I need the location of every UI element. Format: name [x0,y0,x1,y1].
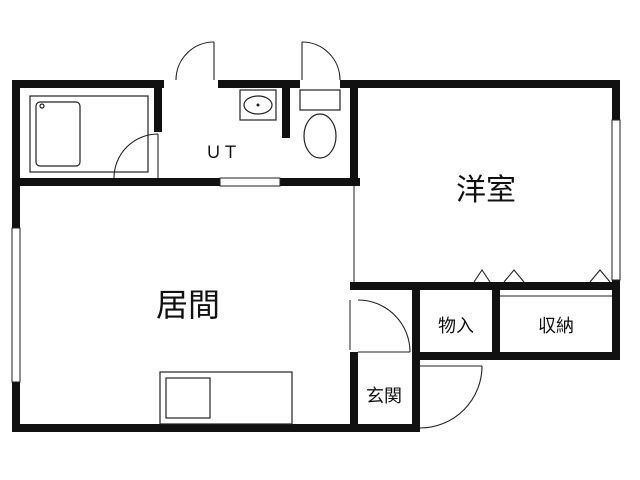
closet-door-marks [473,269,612,297]
room-label-closet: 収納 [538,316,574,337]
door-swings [113,41,483,429]
washbasin [239,89,277,121]
interior-walls [12,88,620,432]
windows [11,119,621,383]
room-label-ut: ＵＴ [205,143,239,163]
bathtub [29,95,149,173]
toilet [299,89,341,159]
kitchen-counter [159,371,293,425]
room-label-western-room: 洋室 [456,173,516,208]
outer-walls [12,80,620,432]
room-label-entrance: 玄関 [366,386,402,407]
room-label-living: 居間 [156,286,220,324]
room-label-storage: 物入 [438,316,474,337]
